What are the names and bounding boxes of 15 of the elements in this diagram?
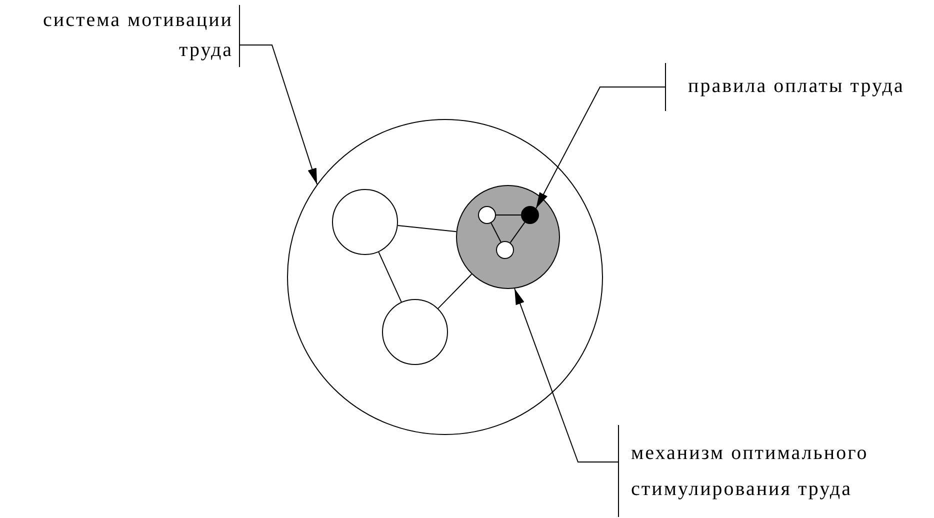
circle-node xyxy=(496,241,514,259)
connector-line xyxy=(510,222,526,244)
callout-label: система мотивации труда xyxy=(0,5,240,67)
connector-line xyxy=(397,224,457,232)
leader-arrow xyxy=(240,44,318,185)
connector-line xyxy=(378,252,402,302)
circle-node xyxy=(521,206,539,224)
circle-node xyxy=(478,206,496,224)
connector-line xyxy=(438,274,472,309)
connector-line xyxy=(490,222,502,242)
connector-line xyxy=(496,214,522,216)
leader-arrow xyxy=(536,86,666,209)
callout-label: механизм оптимального стимулирования труда xyxy=(618,425,918,517)
callout-label: правила оплаты труда xyxy=(665,63,927,111)
leader-arrow xyxy=(514,288,618,462)
